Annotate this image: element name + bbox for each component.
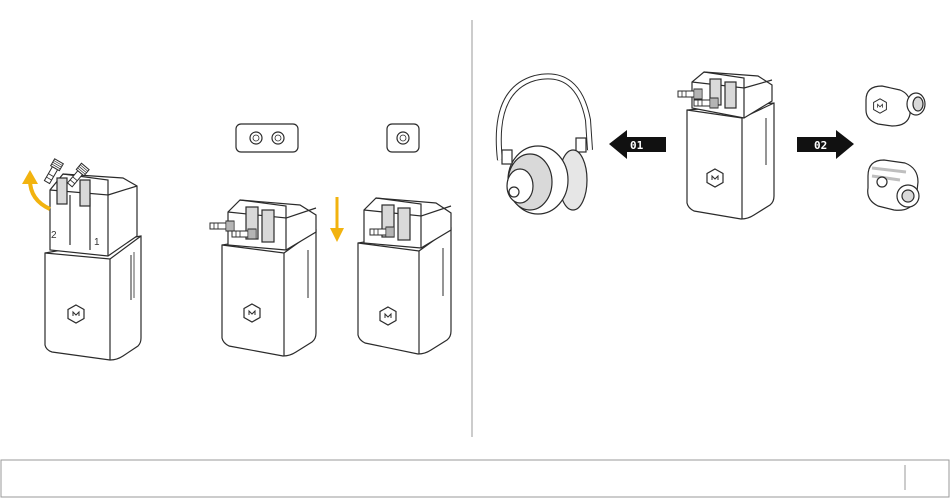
down-arrow-icon (330, 197, 344, 242)
headphones-icon (499, 76, 590, 214)
case-step-open: 2 1 (43, 159, 141, 360)
one-plug-icon (387, 124, 419, 152)
case-step-one-plug (358, 198, 451, 354)
arrow-02-label: 02 (814, 139, 827, 152)
arrow-01: 01 (609, 130, 666, 159)
slot-number-2: 2 (51, 230, 57, 241)
footer-bar (1, 460, 949, 497)
case-step-two-plugs (210, 200, 316, 356)
rotate-arrow-icon (22, 170, 50, 209)
case-center (678, 72, 774, 219)
arrow-01-label: 01 (630, 139, 644, 152)
slot-number-1: 1 (94, 237, 100, 248)
earbuds-icon (866, 86, 925, 210)
arrow-02: 02 (797, 130, 854, 159)
two-plug-icon (236, 124, 298, 152)
